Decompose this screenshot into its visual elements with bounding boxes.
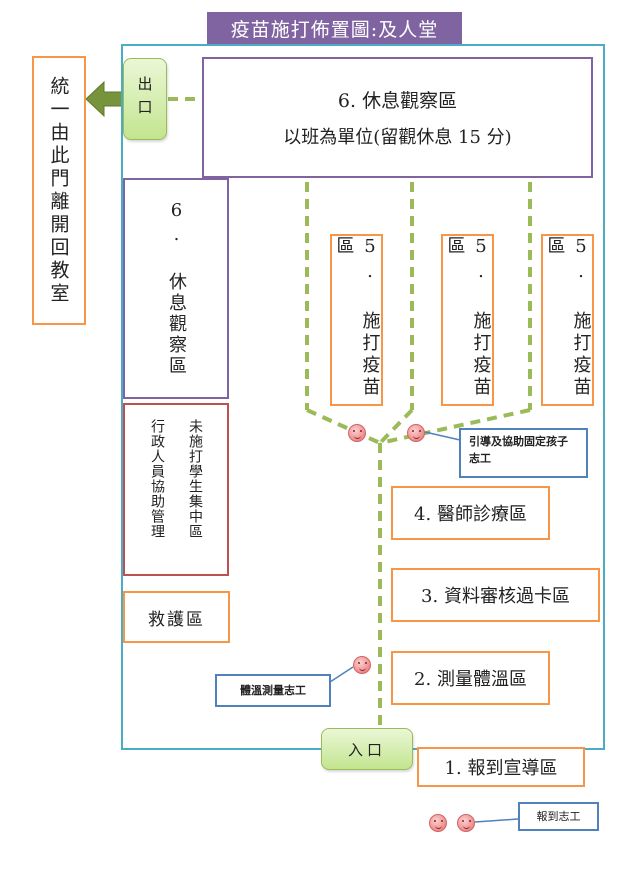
- entrance-door: 入口: [321, 728, 413, 770]
- observation-main-title: 6. 休息觀察區: [337, 90, 458, 112]
- smiley-face-icon: [348, 424, 366, 442]
- smiley-face-icon: [407, 424, 425, 442]
- report-area: 1. 報到宣導區: [417, 747, 585, 787]
- vaccination-zone-label: 5. 施打疫苗區: [444, 236, 492, 399]
- temperature-label: 2. 測量體溫區: [414, 669, 527, 690]
- vaccination-zone: 5. 施打疫苗區: [330, 234, 383, 406]
- guide-volunteer-label: 引導及協助固定孩子志工: [469, 435, 568, 465]
- holding-area-staff-label: 行政人員協助管理: [149, 419, 165, 539]
- observation-main-subtitle: 以班為單位(留觀休息 15 分): [283, 127, 512, 148]
- vaccination-zone-label: 5. 施打疫苗區: [333, 236, 381, 399]
- entrance-label: 入口: [347, 740, 386, 759]
- exit-door: 出口: [123, 58, 167, 140]
- first-aid-label: 救護區: [148, 609, 205, 630]
- smiley-face-icon: [429, 814, 447, 832]
- verify-area: 3. 資料審核過卡區: [391, 568, 600, 622]
- report-volunteer-label: 報到志工: [536, 810, 581, 823]
- smiley-face-icon: [353, 656, 371, 674]
- doctor-area: 4. 醫師診療區: [391, 486, 550, 540]
- temperature-volunteer-callout: 體溫測量志工: [215, 674, 331, 707]
- observation-side-label: 6. 休息觀察區: [166, 200, 187, 377]
- observation-area-main: 6. 休息觀察區 以班為單位(留觀休息 15 分): [202, 57, 593, 178]
- exit-label: 出口: [135, 76, 154, 122]
- vaccination-zone: 5. 施打疫苗區: [441, 234, 494, 406]
- vaccination-zone-label: 5. 施打疫苗區: [544, 236, 592, 399]
- observation-area-side: 6. 休息觀察區: [123, 178, 229, 399]
- page-title: 疫苗施打佈置圖:及人堂: [207, 12, 462, 45]
- smiley-face-icon: [457, 814, 475, 832]
- exit-note: 統一由此門離開回教室: [47, 75, 70, 306]
- guide-volunteer-callout: 引導及協助固定孩子志工: [459, 428, 588, 478]
- exit-note-box: 統一由此門離開回教室: [32, 56, 86, 325]
- report-volunteer-callout: 報到志工: [518, 802, 599, 831]
- vaccination-zone: 5. 施打疫苗區: [541, 234, 594, 406]
- verify-label: 3. 資料審核過卡區: [421, 586, 570, 607]
- left-arrow-icon: [85, 80, 125, 118]
- holding-area: 未施打學生集中區 行政人員協助管理: [123, 403, 229, 576]
- holding-area-label: 未施打學生集中區: [187, 419, 203, 539]
- temperature-area: 2. 測量體溫區: [391, 651, 550, 705]
- report-label: 1. 報到宣導區: [444, 758, 558, 779]
- temperature-volunteer-label: 體溫測量志工: [240, 684, 306, 697]
- doctor-label: 4. 醫師診療區: [414, 504, 527, 525]
- first-aid-area: 救護區: [123, 591, 230, 643]
